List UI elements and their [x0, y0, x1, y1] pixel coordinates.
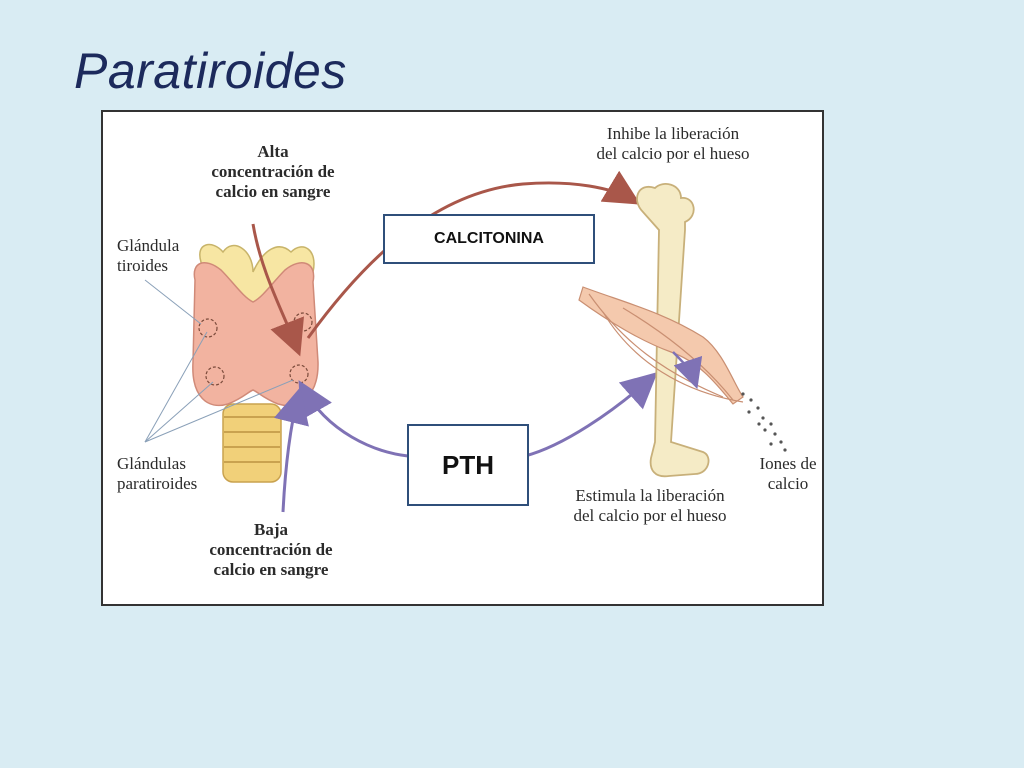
pth-box: PTH — [407, 424, 529, 506]
calcium-ions-label: Iones de calcio — [759, 454, 817, 493]
slide-title: Paratiroides — [74, 43, 347, 99]
low-calcium-label: Baja concentración de calcio en sangre — [209, 520, 333, 579]
calcium-ion-dots — [741, 392, 787, 452]
parathyroids-label: Glándulas paratiroides — [117, 454, 198, 493]
calcitonin-box: CALCITONINA — [383, 214, 595, 264]
trachea-illustration — [222, 403, 282, 483]
thyroid-label: Glándula tiroides — [117, 236, 180, 275]
stimulates-release-label: Estimula la liberación del calcio por el… — [573, 486, 727, 525]
thyroid-gland-illustration — [192, 243, 319, 407]
high-calcium-label: Alta concentración de calcio en sangre — [211, 142, 335, 201]
diagram-artwork — [144, 170, 787, 513]
calcium-regulation-diagram: Alta concentración de calcio en sangre G… — [101, 110, 824, 606]
calcitonin-label: CALCITONINA — [434, 230, 544, 247]
inhibits-release-label: Inhibe la liberación del calcio por el h… — [596, 124, 750, 163]
pth-label: PTH — [442, 449, 494, 480]
muscle-fibers-illustration — [578, 286, 744, 405]
